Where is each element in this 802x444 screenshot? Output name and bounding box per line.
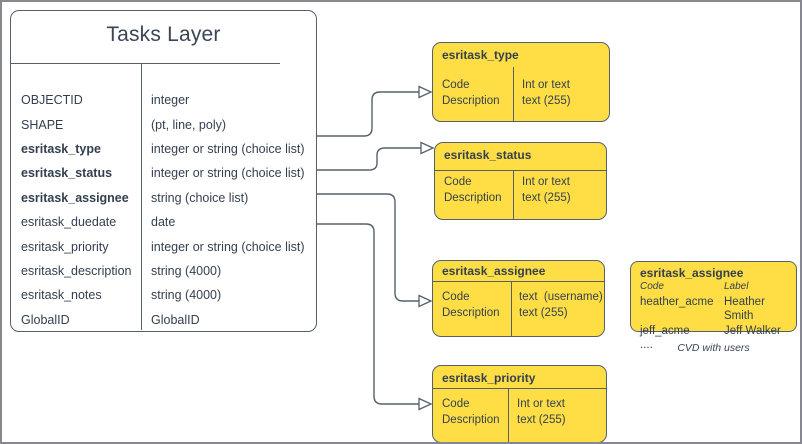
field-type: string (4000) [151,263,222,278]
arrowhead-status [420,141,435,155]
table-row: OBJECTID integer [11,88,316,112]
connector-esritask-type [317,91,419,137]
cvd-col-header: Code [640,281,664,292]
field-name: esritask_priority [21,239,109,254]
domain-column-divider [511,281,512,336]
field-name: OBJECTID [21,93,83,108]
domain-title-divider [433,388,606,389]
table-row: GlobalID GlobalID [11,308,316,332]
domain-title-divider [433,281,604,282]
domain-column-divider [513,67,514,121]
connector-esritask-priority [317,223,419,405]
field-name: esritask_status [21,166,113,181]
tasks-layer-table[interactable]: Tasks Layer OBJECTID integer SHAPE (pt, li… [10,10,317,332]
connector-esritask-assignee [317,193,419,302]
domain-title-divider [435,170,606,171]
field-name: SHAPE [21,117,64,132]
arrowhead-assignee [418,294,433,308]
field-name: esritask_assignee [21,190,129,205]
field-type: string (choice list) [151,190,249,205]
domain-box-title: esritask_assignee [442,264,546,278]
cvd-cell: jeff_acme [640,324,690,337]
arrowhead-type [418,85,433,99]
column-divider-line [141,63,142,330]
table-row: esritask_type integer or string (choice l… [11,137,316,161]
field-name: esritask_description [21,263,132,278]
cvd-table: Code Label heather_acme Heather Smith je… [640,280,796,353]
title-divider-line [11,63,280,64]
domain-right-column: text (username)text (255) [519,291,603,319]
domain-column-divider [508,388,509,442]
table-row: SHAPE (pt, line, poly) [11,112,316,136]
table-row: esritask_description string (4000) [11,259,316,283]
field-type: date [151,215,176,230]
table-row: esritask_duedate date [11,210,316,234]
field-type: integer or string (choice list) [151,239,305,254]
domain-box-title: esritask_type [442,48,519,62]
tasks-layer-title: Tasks Layer [106,23,221,46]
connector-esritask-status [317,147,421,171]
domain-box-title: esritask_priority [442,371,536,385]
arrowhead-priority [418,397,433,411]
field-type: integer [151,93,190,108]
field-name: esritask_notes [21,288,102,303]
table-row: esritask_priority integer or string (choi… [11,234,316,258]
table-row: esritask_assignee string (choice list) [11,186,316,210]
cvd-box-esritask-assignee[interactable]: esritask_assignee Code Label heather_acm… [630,261,797,351]
table-row: esritask_status integer or string (choice… [11,161,316,185]
field-type: string (4000) [151,288,222,303]
cvd-caption: CVD with users [677,342,750,354]
field-type: (pt, line, poly) [151,117,227,132]
field-type: integer or string (choice list) [151,141,305,156]
cvd-cell: heather_acme [640,295,714,308]
cvd-cell: .... [640,339,653,351]
cvd-box-title: esritask_assignee [640,266,744,280]
cvd-cell: Heather Smith [724,295,765,323]
table-row: esritask_notes string (4000) [11,283,316,307]
field-type: integer or string (choice list) [151,166,305,181]
domain-column-divider [513,170,514,219]
domain-box-title: esritask_status [444,148,532,162]
field-name: esritask_duedate [21,215,117,230]
cvd-col-header: Label [724,281,749,292]
cvd-cell: Jeff Walker [724,324,781,337]
field-rows: OBJECTID integer SHAPE (pt, line, poly) es… [11,88,316,332]
field-name: GlobalID [21,312,70,327]
field-name: esritask_type [21,141,101,156]
field-type: GlobalID [151,312,200,327]
